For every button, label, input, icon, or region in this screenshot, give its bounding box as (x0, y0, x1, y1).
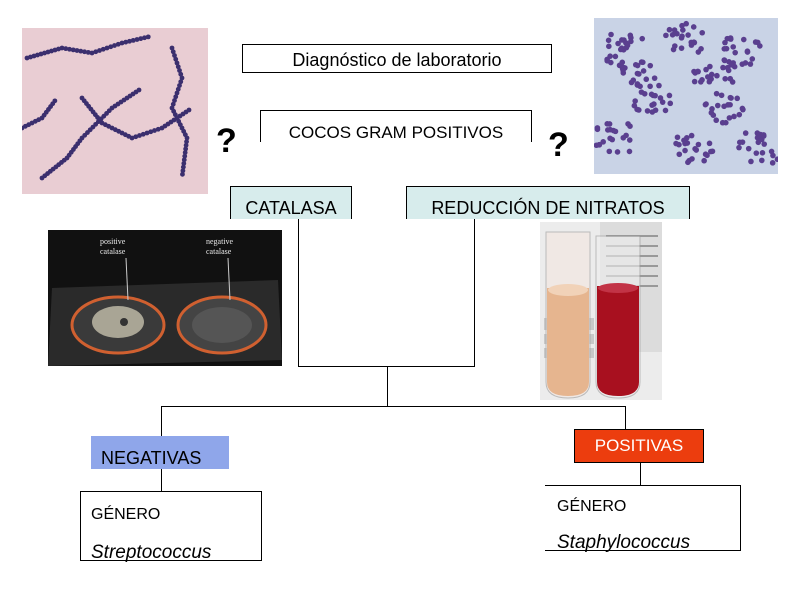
negative-result-box: NEGATIVAS (91, 436, 229, 469)
streptococcus-micrograph-image (22, 28, 208, 194)
genus-left-name: Streptococcus (91, 542, 212, 563)
root-node-box: COCOS GRAM POSITIVOS (260, 110, 532, 142)
genus-left-label: GÉNERO (91, 506, 161, 523)
catalasa-test-box: CATALASA (230, 186, 352, 219)
connector-nitratos-down (474, 219, 475, 367)
negative-result-label: NEGATIVAS (101, 448, 202, 468)
connector-to-positive (625, 406, 626, 429)
catalasa-test-label: CATALASA (245, 198, 337, 218)
connector-to-negative (161, 406, 162, 436)
positive-result-box: POSITIVAS (574, 429, 704, 463)
nitrate-reduction-test-label: REDUCCIÓN DE NITRATOS (431, 198, 665, 218)
catalase-test-photo: positive catalase negative catalase (48, 230, 282, 366)
catalase-positive-label-line1: positive (100, 237, 126, 246)
diagram-title: Diagnóstico de laboratorio (292, 50, 502, 70)
genus-streptococcus-box: GÉNERO Streptococcus (80, 491, 262, 563)
question-mark-left: ? (216, 122, 237, 160)
genus-right-label: GÉNERO (557, 498, 627, 515)
connector-catalasa-down (298, 219, 299, 366)
connector-branch-horizontal (161, 406, 626, 407)
genus-staphylococcus-box: GÉNERO Staphylococcus (545, 485, 741, 553)
catalase-negative-label-line1: negative (206, 237, 234, 246)
connector-positive-genus (640, 463, 641, 485)
catalase-negative-label-line2: catalase (206, 247, 232, 256)
root-node-label: COCOS GRAM POSITIVOS (288, 123, 504, 142)
connector-catalasa-horizontal (298, 366, 474, 367)
connector-negative-genus (161, 469, 162, 491)
staphylococcus-micrograph-image (594, 18, 778, 174)
diagram-title-box: Diagnóstico de laboratorio (242, 44, 552, 73)
connector-center-down (387, 366, 388, 407)
genus-right-name: Staphylococcus (557, 532, 691, 553)
question-mark-right: ? (548, 126, 569, 164)
catalase-positive-label-line2: catalase (100, 247, 126, 256)
positive-result-label: POSITIVAS (594, 436, 684, 455)
nitrate-reduction-test-box: REDUCCIÓN DE NITRATOS (406, 186, 690, 219)
nitrate-reduction-tubes-photo (540, 222, 662, 400)
